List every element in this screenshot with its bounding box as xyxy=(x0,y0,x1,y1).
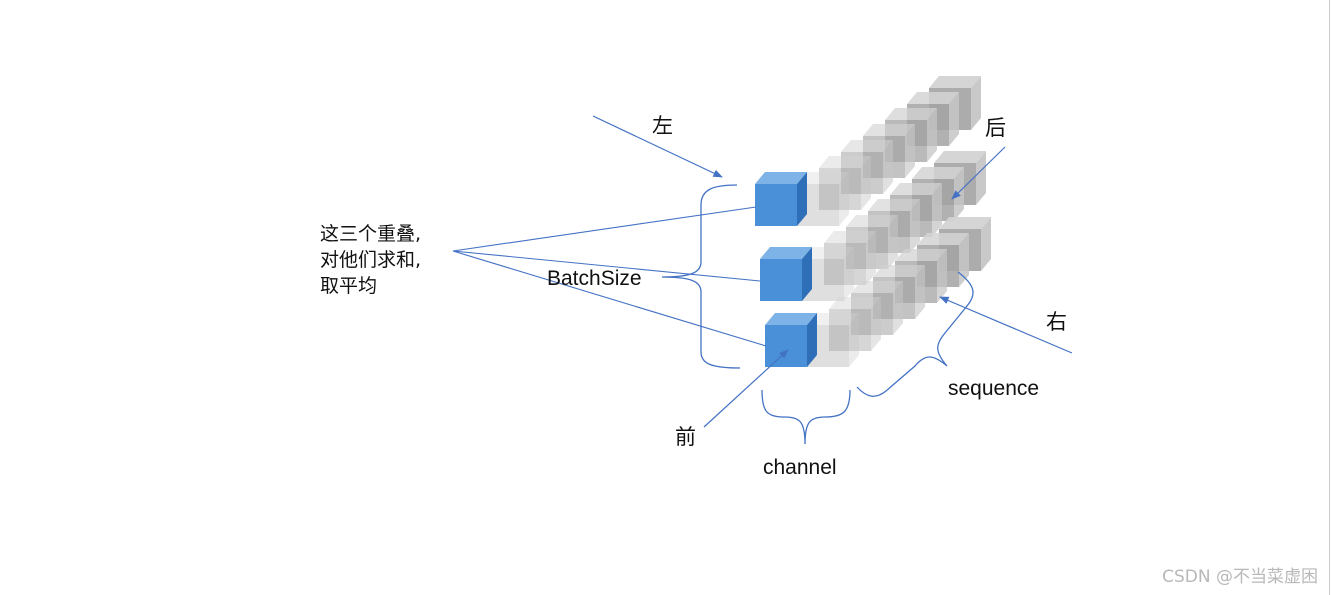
grey-block-top xyxy=(846,215,898,227)
grey-block-top xyxy=(807,313,859,325)
grey-block-side xyxy=(976,151,986,205)
grey-sequence-blocks xyxy=(797,76,991,367)
grey-block-front xyxy=(841,152,883,194)
batchsize-brace xyxy=(661,184,741,369)
arrow-left xyxy=(592,115,723,178)
page-edge xyxy=(1329,0,1330,595)
label-batchsize: BatchSize xyxy=(547,267,642,290)
note-line-2 xyxy=(452,250,761,282)
front-cube-1 xyxy=(755,172,807,226)
grey-block-side xyxy=(893,281,903,335)
grey-block-side xyxy=(937,249,947,303)
grey-block-front xyxy=(824,243,866,285)
front-cube-2 xyxy=(760,247,812,301)
note-text: 这三个重叠, 对他们求和, 取平均 xyxy=(320,221,421,299)
grey-block-top xyxy=(890,183,942,195)
arrow-right xyxy=(939,296,1073,354)
front-cube-3 xyxy=(765,313,817,367)
grey-block-front xyxy=(851,293,893,335)
channel-brace xyxy=(761,389,851,445)
grey-block-top xyxy=(851,281,903,293)
grey-block-top xyxy=(934,151,986,163)
note-line-3 xyxy=(452,250,767,347)
grey-block-front xyxy=(846,227,888,269)
grey-block-side xyxy=(910,199,920,253)
label-right: 右 xyxy=(1046,310,1067,334)
grey-block-side xyxy=(981,217,991,271)
sequence-brace xyxy=(856,271,974,397)
grey-block-top xyxy=(868,199,920,211)
grey-block-top xyxy=(929,76,981,88)
grey-block-side xyxy=(927,108,937,162)
grey-block-side xyxy=(871,297,881,351)
watermark: CSDN @不当菜虚困 xyxy=(1162,567,1318,587)
grey-block-top xyxy=(819,156,871,168)
grey-block-side xyxy=(849,313,859,367)
grey-block-top xyxy=(895,249,947,261)
label-left: 左 xyxy=(652,114,673,138)
grey-block-side xyxy=(932,183,942,237)
label-channel: channel xyxy=(763,456,837,479)
grey-block-top xyxy=(873,265,925,277)
grey-block-side xyxy=(915,265,925,319)
grey-block-side xyxy=(971,76,981,130)
grey-block-top xyxy=(863,124,915,136)
grey-block-top xyxy=(885,108,937,120)
arrow-front xyxy=(703,349,789,428)
grey-block-top xyxy=(912,167,964,179)
grey-block-top xyxy=(907,92,959,104)
grey-block-side xyxy=(861,156,871,210)
label-front: 前 xyxy=(675,425,696,449)
grey-block-side xyxy=(844,247,854,301)
note-line-1-text: 这三个重叠, xyxy=(320,223,422,245)
grey-block-front xyxy=(829,309,871,351)
grey-block-top xyxy=(829,297,881,309)
grey-block-side xyxy=(839,172,849,226)
label-sequence: sequence xyxy=(948,377,1040,400)
grey-block-side xyxy=(888,215,898,269)
grey-block-side xyxy=(905,124,915,178)
grey-block-side xyxy=(959,233,969,287)
note-line-2-text: 对他们求和, xyxy=(320,249,422,271)
grey-block-top xyxy=(939,217,991,229)
grey-block-top xyxy=(917,233,969,245)
grey-block-top xyxy=(802,247,854,259)
grey-block-front xyxy=(819,168,861,210)
grey-block-side xyxy=(866,231,876,285)
grey-block-side xyxy=(949,92,959,146)
grey-block-side xyxy=(883,140,893,194)
grey-block-top xyxy=(824,231,876,243)
note-line-3-text: 取平均 xyxy=(320,275,378,297)
grey-block-top xyxy=(841,140,893,152)
arrow-back xyxy=(951,146,1006,200)
grey-block-top xyxy=(797,172,849,184)
note-line-1 xyxy=(452,206,757,252)
label-back: 后 xyxy=(985,116,1006,140)
